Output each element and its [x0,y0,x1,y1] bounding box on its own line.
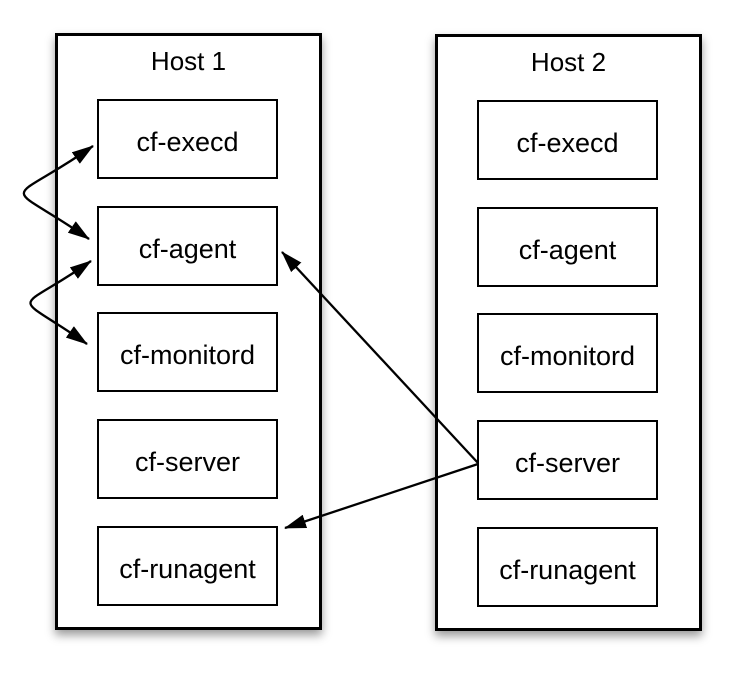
host1-process-box-cf-server: cf-server [97,419,278,499]
host-2-container: Host 2 cf-execd cf-agent cf-monitord cf-… [435,34,702,631]
host-1-container: Host 1 cf-execd cf-agent cf-monitord cf-… [55,33,322,630]
host2-process-box-cf-agent: cf-agent [477,207,658,287]
host-1-title: Host 1 [150,46,227,76]
host2-process-box-cf-runagent: cf-runagent [477,527,658,607]
host2-process-box-cf-server: cf-server [477,420,658,500]
host2-process-box-cf-monitord: cf-monitord [477,313,658,393]
host-2-title: Host 2 [530,47,607,77]
host1-process-box-cf-runagent: cf-runagent [97,526,278,606]
host1-process-box-cf-execd: cf-execd [97,99,278,179]
host2-process-box-cf-execd: cf-execd [477,100,658,180]
host1-process-box-cf-agent: cf-agent [97,206,278,286]
host1-process-box-cf-monitord: cf-monitord [97,312,278,392]
